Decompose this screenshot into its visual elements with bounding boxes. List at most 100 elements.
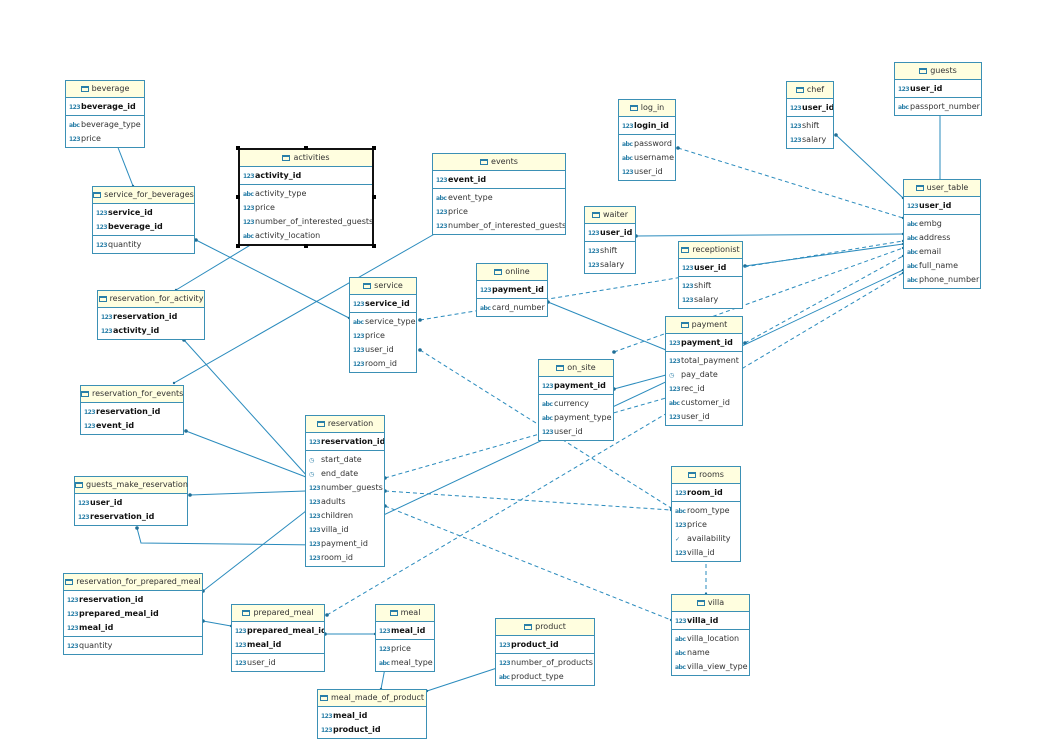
relationship-guests_make_reservation-reservation[interactable]: [189, 490, 307, 496]
entity-header[interactable]: on_site: [539, 360, 613, 377]
primary-key-column[interactable]: 123room_id: [672, 486, 740, 500]
column[interactable]: 123shift: [585, 244, 635, 258]
relationship-beverage-service_for_beverages[interactable]: [116, 144, 134, 187]
primary-key-column[interactable]: 123user_id: [585, 226, 635, 240]
primary-key-column[interactable]: 123meal_id: [64, 621, 202, 635]
primary-key-column[interactable]: 123reservation_id: [81, 405, 183, 419]
relationship-reservation_for_events-reservation[interactable]: [185, 430, 307, 478]
entity-reservation-for-activity[interactable]: reservation_for_activity 123reservation_i…: [97, 290, 205, 340]
primary-key-column[interactable]: 123product_id: [496, 638, 594, 652]
entity-header[interactable]: payment: [666, 317, 742, 334]
primary-key-column[interactable]: 123user_id: [679, 261, 742, 275]
primary-key-column[interactable]: 123beverage_id: [93, 220, 194, 234]
entity-header[interactable]: meal: [376, 605, 434, 622]
entity-header[interactable]: online: [477, 264, 547, 281]
column[interactable]: 123user_id: [619, 165, 675, 179]
relationship-service_for_beverages-service[interactable]: [195, 239, 350, 319]
primary-key-column[interactable]: 123prepared_meal_id: [64, 607, 202, 621]
column[interactable]: 123price: [433, 205, 565, 219]
column[interactable]: 123adults: [306, 495, 384, 509]
column[interactable]: 123shift: [787, 119, 833, 133]
selection-handle[interactable]: [372, 146, 376, 150]
entity-header[interactable]: events: [433, 154, 565, 171]
column[interactable]: 123children: [306, 509, 384, 523]
entity-header[interactable]: product: [496, 619, 594, 636]
relationship-online-payment[interactable]: [547, 301, 667, 351]
primary-key-column[interactable]: 123beverage_id: [66, 100, 144, 114]
selection-handle[interactable]: [236, 244, 240, 248]
column[interactable]: 123total_payment: [666, 354, 742, 368]
primary-key-column[interactable]: 123reservation_id: [98, 310, 204, 324]
primary-key-column[interactable]: 123meal_id: [376, 624, 434, 638]
column[interactable]: 123price: [240, 201, 372, 215]
column[interactable]: 123room_id: [306, 551, 384, 565]
primary-key-column[interactable]: 123meal_id: [318, 709, 426, 723]
primary-key-column[interactable]: 123payment_id: [539, 379, 613, 393]
column[interactable]: ◷end_date: [306, 467, 384, 481]
relationship-product-meal_made_of_product[interactable]: [426, 667, 498, 692]
entity-header[interactable]: reservation_for_activity: [98, 291, 204, 308]
primary-key-column[interactable]: 123event_id: [433, 173, 565, 187]
primary-key-column[interactable]: 123meal_id: [232, 638, 324, 652]
primary-key-column[interactable]: 123product_id: [318, 723, 426, 737]
primary-key-column[interactable]: 123event_id: [81, 419, 183, 433]
entity-header[interactable]: log_in: [619, 100, 675, 117]
column[interactable]: ◷pay_date: [666, 368, 742, 382]
primary-key-column[interactable]: 123user_id: [787, 101, 833, 115]
relationship-waiter-user_table[interactable]: [635, 233, 904, 237]
selection-handle[interactable]: [372, 195, 376, 199]
column[interactable]: 123user_id: [666, 410, 742, 424]
selection-handle[interactable]: [304, 146, 308, 150]
column[interactable]: 123number_guests: [306, 481, 384, 495]
entity-header[interactable]: guests_make_reservation: [75, 477, 188, 494]
relationship-reservation_for_prepared_meal-reservation[interactable]: [202, 510, 307, 592]
relationship-on_site-user_table[interactable]: [613, 247, 904, 353]
selection-handle[interactable]: [236, 195, 240, 199]
entity-header[interactable]: prepared_meal: [232, 605, 324, 622]
column[interactable]: 123user_id: [539, 425, 613, 439]
primary-key-column[interactable]: 123reservation_id: [75, 510, 187, 524]
primary-key-column[interactable]: 123user_id: [75, 496, 187, 510]
column[interactable]: 123number_of_interested_guests: [240, 215, 372, 229]
column[interactable]: 123quantity: [64, 639, 202, 653]
entity-header[interactable]: guests: [895, 63, 981, 80]
entity-header[interactable]: reservation_for_prepared_meal: [64, 574, 202, 591]
primary-key-column[interactable]: 123payment_id: [666, 336, 742, 350]
primary-key-column[interactable]: 123activity_id: [240, 169, 372, 183]
primary-key-column[interactable]: 123login_id: [619, 119, 675, 133]
relationship-reservation_for_activity-reservation[interactable]: [183, 339, 309, 478]
column[interactable]: ◷start_date: [306, 453, 384, 467]
column[interactable]: 123price: [376, 642, 434, 656]
column[interactable]: 123quantity: [93, 238, 194, 252]
column[interactable]: 123user_id: [232, 656, 324, 670]
primary-key-column[interactable]: 123user_id: [904, 199, 980, 213]
